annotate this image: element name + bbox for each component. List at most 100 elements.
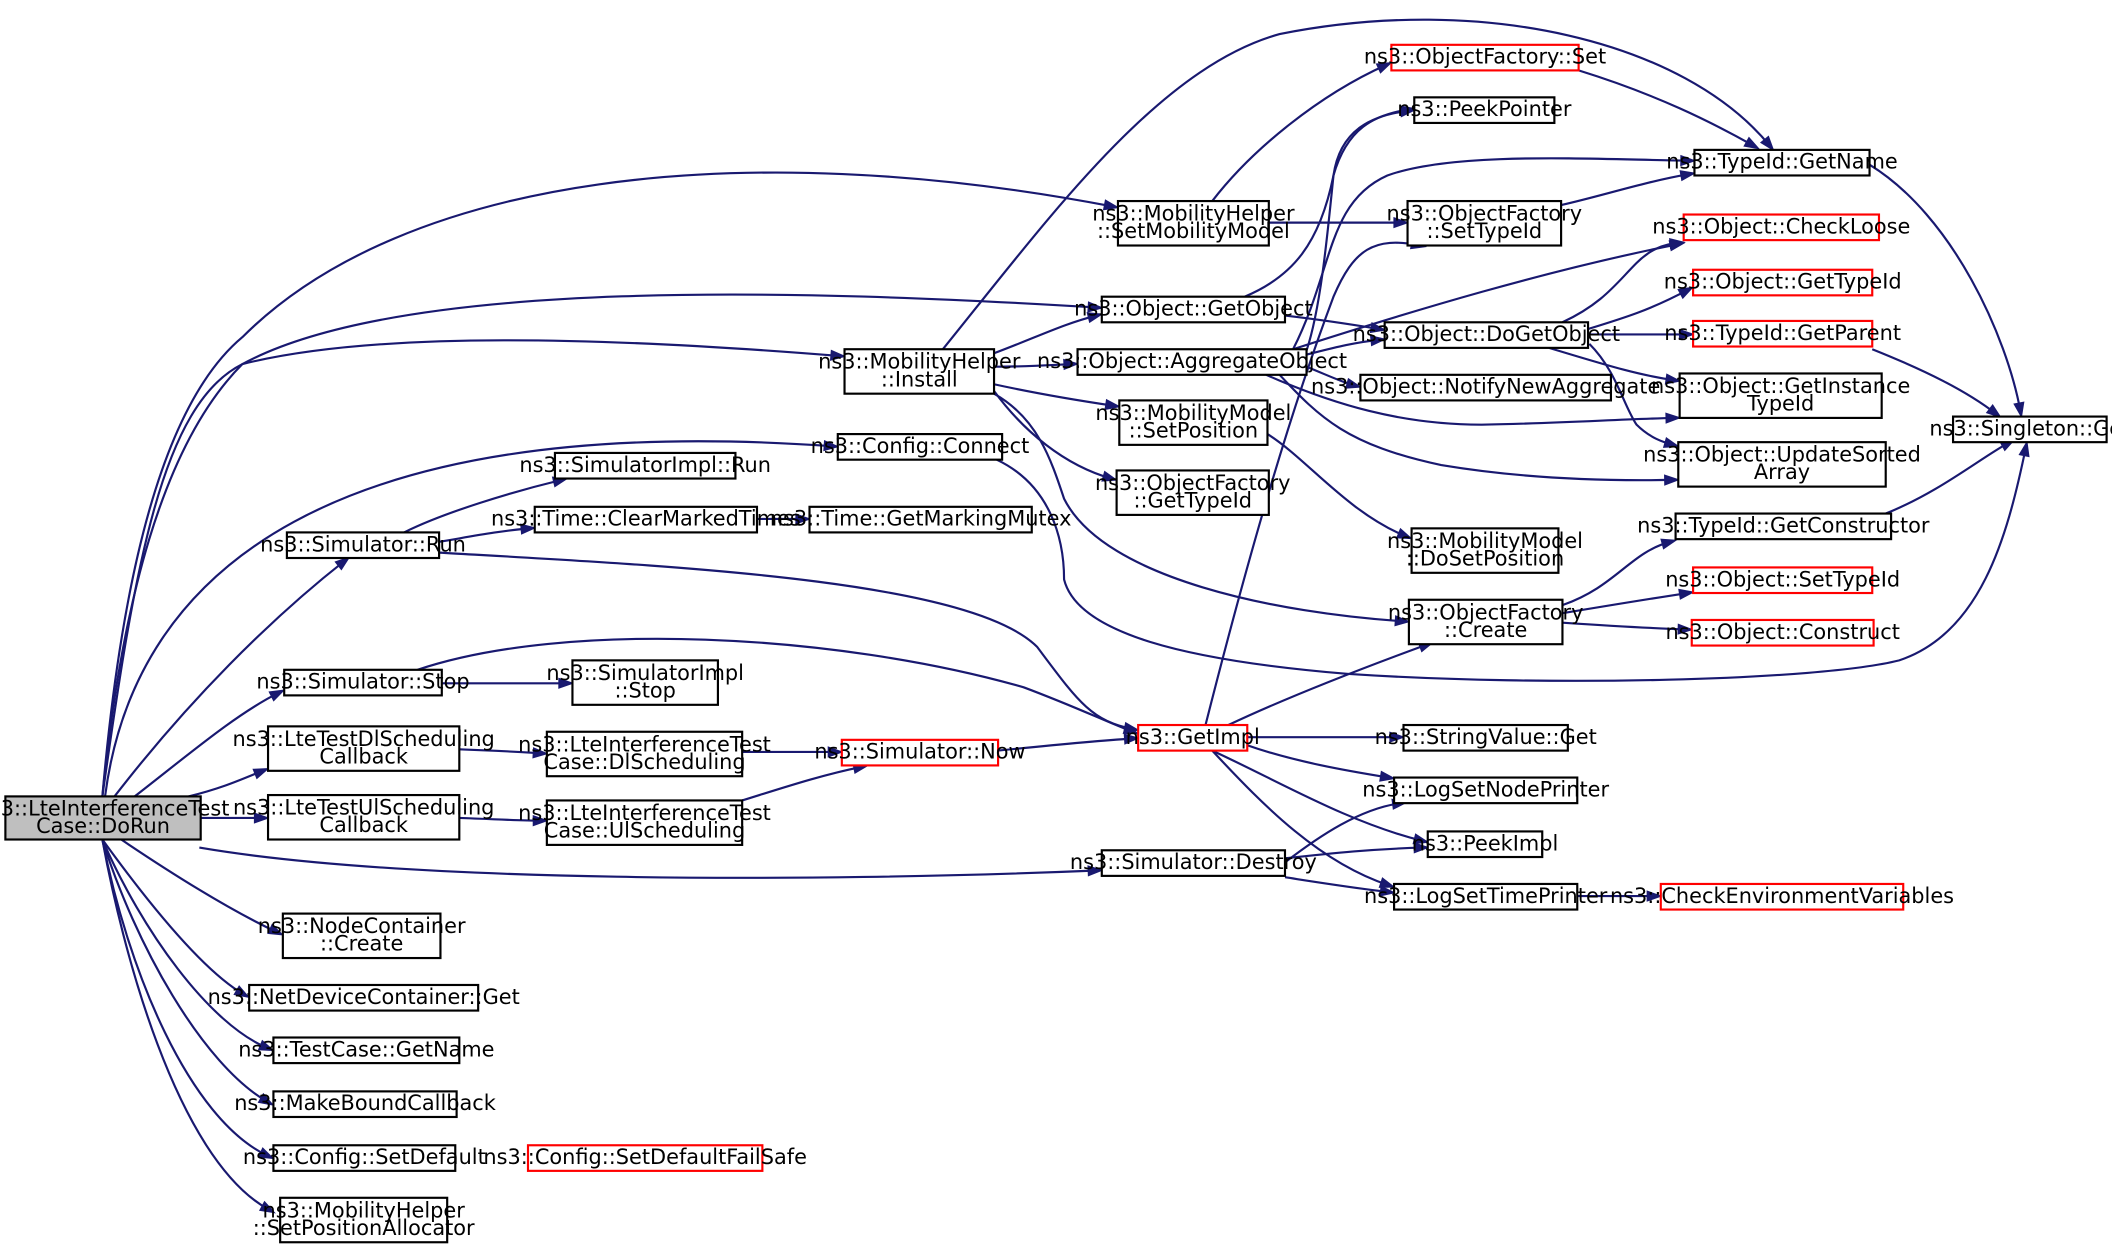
edge-ulSched-to-simNow (741, 762, 870, 802)
arrowhead-icon (253, 812, 271, 824)
node-box (1678, 372, 1883, 419)
node-box (1100, 295, 1287, 324)
node-box (553, 451, 737, 480)
arrowhead-icon (1665, 412, 1682, 424)
edge-line (1204, 241, 1420, 726)
node-simNow[interactable]: ns3::Simulator::Now (814, 738, 1026, 767)
node-cfgConnect[interactable]: ns3::Config::Connect (811, 433, 1030, 461)
node-objSetTypeId[interactable]: ns3::Object::SetTypeId (1665, 566, 1900, 595)
node-setPosAlloc[interactable]: ns3::MobilityHelper::SetPositionAllocato… (253, 1196, 475, 1244)
node-mmSetPos[interactable]: ns3::MobilityModel::SetPosition (1095, 399, 1291, 446)
edge-aggObj-to-notifyNewAgg (1306, 365, 1363, 389)
edge-line (101, 839, 269, 1050)
edge-line (997, 737, 1133, 752)
node-label: Case::DlScheduling (543, 750, 745, 774)
node-testGetName[interactable]: ns3::TestCase::GetName (238, 1036, 495, 1065)
node-simStop[interactable]: ns3::Simulator::Stop (256, 668, 470, 697)
node-label: ns3::Object::UpdateSorted (1643, 443, 1921, 467)
node-label: ::SetTypeId (1427, 219, 1543, 243)
arrowhead-icon (1389, 731, 1406, 743)
node-typeIdGetName[interactable]: ns3::TypeId::GetName (1666, 148, 1898, 177)
node-peekImpl[interactable]: ns3::PeekImpl (1412, 830, 1559, 859)
node-ncCreate[interactable]: ns3::NodeContainer::Create (258, 912, 466, 960)
edge-dlCb-to-dlSched (459, 747, 549, 759)
node-label: ns3::SimulatorImpl::Run (519, 453, 771, 477)
node-label: Callback (319, 813, 408, 837)
node-dlSched[interactable]: ns3::LteInterferenceTestCase::DlScheduli… (518, 730, 771, 778)
node-logTimePrinter[interactable]: ns3::LogSetTimePrinter (1364, 882, 1608, 911)
node-peekPointer[interactable]: ns3::PeekPointer (1397, 96, 1572, 125)
node-objGetObject[interactable]: ns3::Object::GetObject (1074, 295, 1313, 324)
node-mmDoSetPos[interactable]: ns3::MobilityModel::DoSetPosition (1387, 527, 1583, 574)
call-nodes: ns3::LteInterferenceTestCase::DoRunns3::… (0, 43, 2112, 1244)
edge-ofSet-to-typeIdGetName (1578, 69, 1761, 150)
edge-line (1587, 289, 1689, 331)
edge-line (1305, 109, 1410, 351)
node-getImpl[interactable]: ns3::GetImpl (1126, 723, 1260, 752)
node-ofCreate[interactable]: ns3::ObjectFactory::Create (1388, 598, 1584, 646)
node-label: ns3::ObjectFactory::Set (1364, 45, 1606, 69)
node-simRun[interactable]: ns3::Simulator::Run (260, 531, 466, 560)
edge-line (1588, 343, 1674, 446)
node-label: ns3::Simulator::Stop (256, 670, 469, 694)
edge-cfgConnect-to-singletonGet (996, 440, 2030, 682)
node-setDefaultFailSafe[interactable]: ns3::Config::SetDefaultFailSafe (483, 1144, 807, 1172)
node-logNodePrinter[interactable]: ns3::LogSetNodePrinter (1362, 776, 1609, 805)
node-objGetTypeId[interactable]: ns3::Object::GetTypeId (1664, 268, 1902, 297)
arrowhead-icon (1646, 890, 1663, 902)
arrowhead-icon (1395, 527, 1414, 540)
node-doGetObject[interactable]: ns3::Object::DoGetObject (1353, 321, 1620, 349)
node-getConstructor[interactable]: ns3::TypeId::GetConstructor (1637, 512, 1930, 541)
node-getMarkingMutex[interactable]: ns3::Time::GetMarkingMutex (770, 505, 1072, 534)
node-box (285, 531, 441, 560)
node-ofGetTypeId[interactable]: ns3::ObjectFactory::GetTypeId (1095, 469, 1291, 516)
node-mhSetModel[interactable]: ns3::MobilityHelper::SetMobilityModel (1092, 199, 1295, 247)
node-typeIdGetParent[interactable]: ns3::TypeId::GetParent (1664, 319, 1901, 348)
edge-root-to-testGetName (101, 839, 275, 1052)
node-strValGet[interactable]: ns3::StringValue::Get (1375, 723, 1597, 752)
node-clearMarked[interactable]: ns3::Time::ClearMarkedTimes (491, 505, 801, 534)
edge-line (1284, 314, 1380, 331)
node-box (571, 659, 719, 706)
node-label: ns3::Simulator::Destroy (1070, 850, 1317, 874)
node-simImplRun[interactable]: ns3::SimulatorImpl::Run (519, 451, 771, 480)
node-notifyNewAgg[interactable]: ns3::Object::NotifyNewAggregate (1311, 373, 1660, 402)
node-simImplStop[interactable]: ns3::SimulatorImpl::Stop (546, 659, 744, 706)
arrowhead-icon (1101, 470, 1119, 482)
edge-ofSetTypeId-to-typeIdGetName (1560, 170, 1697, 207)
node-ulSched[interactable]: ns3::LteInterferenceTestCase::UlScheduli… (518, 799, 771, 846)
node-ofSetTypeId[interactable]: ns3::ObjectFactory::SetTypeId (1387, 199, 1583, 247)
node-setDefault[interactable]: ns3::Config::SetDefault (243, 1144, 486, 1172)
node-checkEnv[interactable]: ns3::CheckEnvironmentVariables (1610, 882, 1954, 911)
arrowhead-icon (1379, 770, 1397, 782)
node-aggObj[interactable]: ns3::Object::AggregateObject (1037, 348, 1347, 376)
edge-root-to-ndcGet (101, 838, 251, 999)
edge-line (993, 392, 1404, 623)
node-makeBound[interactable]: ns3::MakeBoundCallback (234, 1090, 497, 1119)
node-box (279, 1196, 449, 1244)
node-label: ns3::Time::ClearMarkedTimes (491, 507, 801, 531)
node-mhInstall[interactable]: ns3::MobilityHelper::Install (818, 348, 1021, 395)
node-singletonGet[interactable]: ns3::Singleton::Get (1929, 415, 2112, 444)
edge-line (103, 440, 833, 797)
node-objConstruct[interactable]: ns3::Object::Construct (1665, 618, 1900, 647)
edge-line (1211, 749, 1423, 842)
edge-getImpl-to-strValGet (1247, 731, 1406, 743)
edge-line (1868, 163, 2022, 412)
edge-line (101, 171, 1113, 797)
node-ofSet[interactable]: ns3::ObjectFactory::Set (1364, 43, 1606, 72)
node-simDestroy[interactable]: ns3::Simulator::Destroy (1070, 849, 1317, 877)
edge-mhInstall-to-objGetObject (993, 312, 1104, 355)
node-label: ns3::Object::CheckLoose (1652, 214, 1910, 238)
arrowhead-icon (252, 768, 270, 780)
node-label: ns3::LteInterferenceTest (0, 796, 229, 820)
node-label: ns3::MobilityHelper (1092, 202, 1295, 226)
edge-mmSetPos-to-mmDoSetPos (1266, 433, 1414, 540)
node-ndcGet[interactable]: ns3::NetDeviceContainer::Get (208, 983, 520, 1012)
node-checkLoose[interactable]: ns3::Object::CheckLoose (1652, 213, 1910, 242)
